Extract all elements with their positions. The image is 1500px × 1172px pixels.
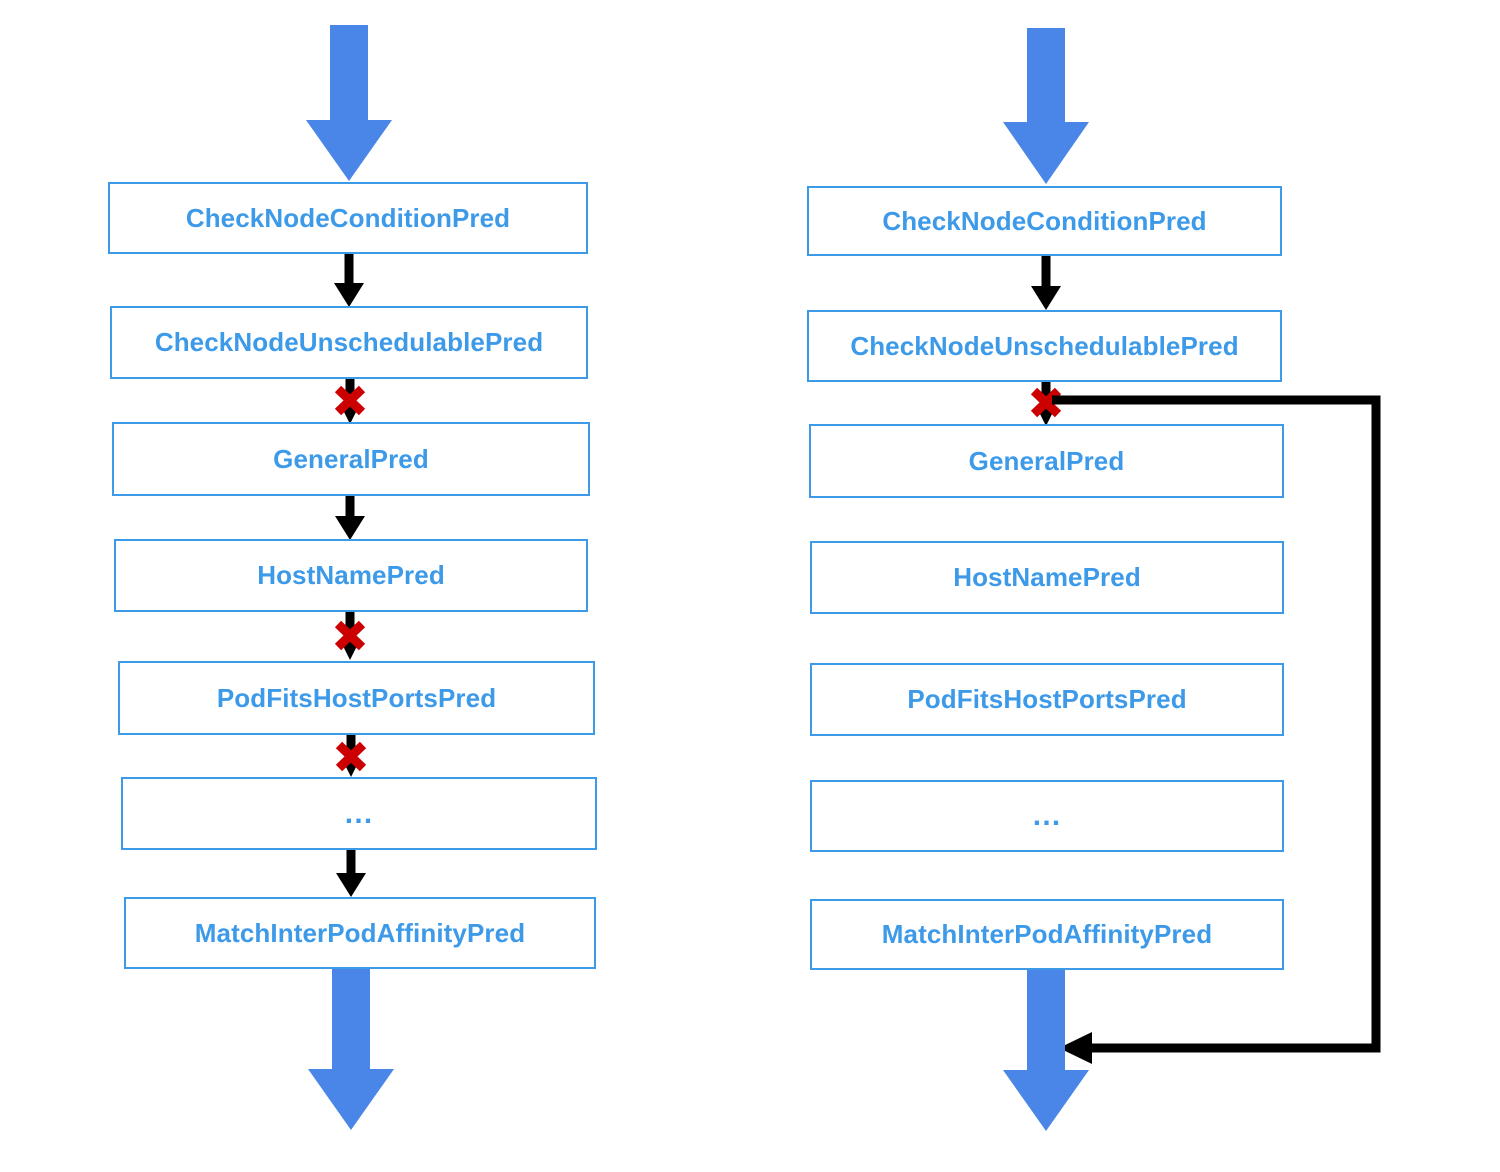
left-connector-arrow-1 xyxy=(334,254,364,307)
left-node-check-node-unschedulable-pred[interactable]: CheckNodeUnschedulablePred xyxy=(110,306,588,379)
right-node-check-node-condition-pred[interactable]: CheckNodeConditionPred xyxy=(807,186,1282,256)
node-label: GeneralPred xyxy=(273,443,429,474)
right-loopback-arrow xyxy=(1052,395,1381,1064)
node-label: PodFitsHostPortsPred xyxy=(907,684,1187,714)
right-connector-arrow-1 xyxy=(1031,256,1061,310)
left-entry-big-arrow xyxy=(306,25,392,181)
left-node-check-node-condition-pred[interactable]: CheckNodeConditionPred xyxy=(108,182,588,254)
left-node-match-inter-pod-affinity-pred[interactable]: MatchInterPodAffinityPred xyxy=(124,897,596,969)
right-node-general-pred[interactable]: GeneralPred xyxy=(809,424,1284,498)
right-node-host-name-pred[interactable]: HostNamePred xyxy=(810,541,1284,614)
node-label: CheckNodeUnschedulablePred xyxy=(154,327,544,357)
right-entry-big-arrow xyxy=(1003,28,1089,184)
node-label: CheckNodeConditionPred xyxy=(185,202,511,233)
left-node-pod-fits-host-ports-pred[interactable]: PodFitsHostPortsPred xyxy=(118,661,595,735)
fail-x-icon xyxy=(335,741,367,772)
fail-x-icon xyxy=(1030,387,1062,418)
left-node-host-name-pred[interactable]: HostNamePred xyxy=(114,539,588,612)
left-connector-fail-2 xyxy=(334,612,366,660)
left-node-ellipsis[interactable]: … xyxy=(121,777,597,850)
node-label: HostNamePred xyxy=(953,562,1141,592)
right-node-check-node-unschedulable-pred[interactable]: CheckNodeUnschedulablePred xyxy=(807,310,1282,382)
left-exit-big-arrow xyxy=(308,969,394,1130)
fail-x-icon xyxy=(334,620,366,651)
node-label: CheckNodeConditionPred xyxy=(882,205,1207,236)
node-label: MatchInterPodAffinityPred xyxy=(881,919,1213,949)
left-node-general-pred[interactable]: GeneralPred xyxy=(112,422,590,496)
right-node-match-inter-pod-affinity-pred[interactable]: MatchInterPodAffinityPred xyxy=(810,899,1284,970)
right-connector-fail-1 xyxy=(1030,382,1062,426)
right-node-pod-fits-host-ports-pred[interactable]: PodFitsHostPortsPred xyxy=(810,663,1284,736)
node-label: GeneralPred xyxy=(968,445,1125,476)
node-label: … xyxy=(1031,799,1063,832)
right-node-ellipsis[interactable]: … xyxy=(810,780,1284,852)
right-exit-big-arrow xyxy=(1003,970,1089,1131)
node-label: HostNamePred xyxy=(257,560,445,590)
node-label: PodFitsHostPortsPred xyxy=(216,682,497,713)
left-connector-arrow-3 xyxy=(336,850,366,897)
left-connector-arrow-2 xyxy=(335,496,365,540)
node-label: CheckNodeUnschedulablePred xyxy=(850,330,1239,361)
left-connector-fail-1 xyxy=(334,379,366,424)
left-connector-fail-3 xyxy=(335,735,367,777)
node-label: MatchInterPodAffinityPred xyxy=(194,917,526,948)
fail-x-icon xyxy=(334,385,366,416)
node-label: … xyxy=(343,796,375,830)
